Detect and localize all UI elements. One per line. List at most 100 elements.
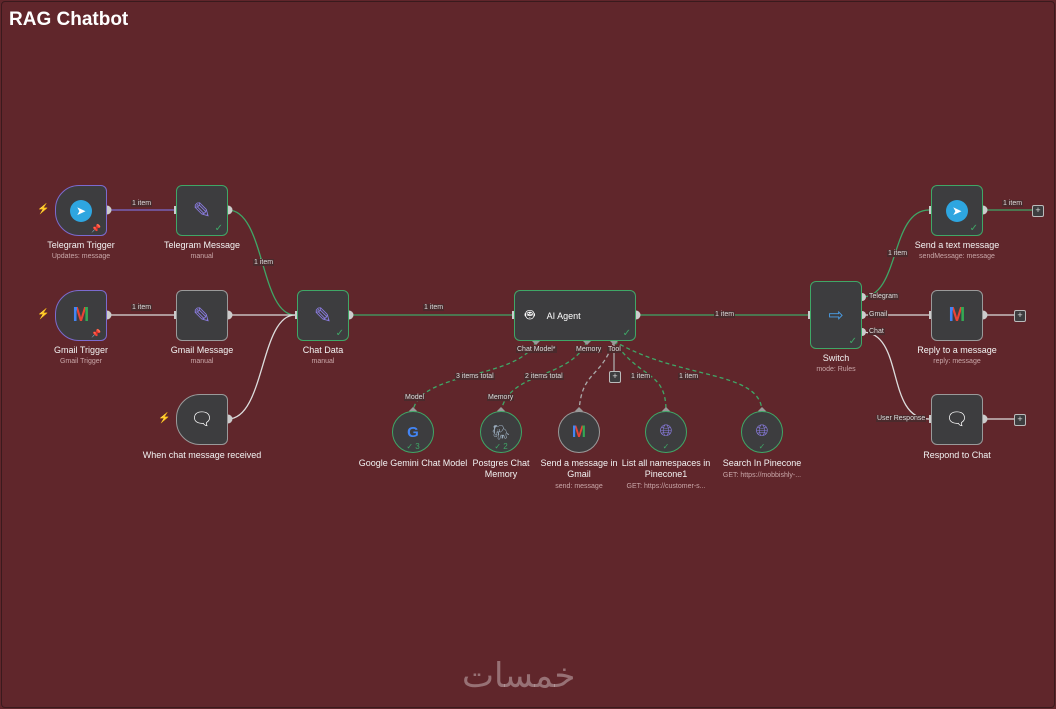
globe-icon: 🌐︎ [659, 423, 673, 440]
robot-icon: 🤖︎ [525, 306, 535, 324]
node-subtitle: GET: https://customer-s... [626, 483, 706, 490]
edge-label: 1 item [887, 250, 909, 257]
watermark-logo: خمسات [462, 656, 576, 696]
node-label: Switch [822, 353, 850, 363]
google-icon: G [407, 423, 419, 441]
node-subtitle: Updates: message [51, 253, 111, 260]
node-label: AI Agent [546, 310, 581, 321]
edge-chat-trigger [227, 314, 296, 420]
telegram-icon: ➤ [946, 199, 968, 222]
edge-label: 1 item [678, 373, 700, 380]
node-subtitle: send: message [555, 483, 603, 490]
node-label: Send a text message [914, 240, 1000, 250]
node-label: Google Gemini Chat Model [358, 458, 468, 468]
node-label: List all namespaces in Pinecone1 [621, 458, 711, 479]
add-node-button[interactable]: + [1014, 414, 1026, 426]
output-chat: Chat [868, 328, 885, 335]
node-label: Telegram Message [163, 240, 241, 250]
add-node-button[interactable]: + [1032, 205, 1044, 217]
add-node-button[interactable]: + [1014, 310, 1026, 322]
success-check-icon: ✓ [848, 336, 857, 347]
success-check-icon: ✓ [969, 223, 978, 234]
edge-label: 1 item [131, 200, 153, 207]
pin-icon: 📌 [91, 224, 101, 233]
port-label-tool: Tool [607, 346, 622, 353]
node-label: Search In Pinecone [722, 458, 802, 468]
gmail-icon: M [948, 304, 966, 326]
edge-label: 1 item [131, 304, 153, 311]
node-label: Gmail Trigger [53, 345, 108, 355]
node-subtitle: mode: Rules [816, 366, 856, 373]
success-check-icon: ✓ [758, 442, 766, 451]
port-label-memory: Memory [575, 346, 603, 353]
success-check-icon: ✓ [335, 328, 344, 339]
node-telegram-trigger[interactable]: ➤📌 [55, 185, 107, 236]
input-user-response: User Response [876, 415, 927, 422]
success-check-icon: ✓ [622, 328, 631, 339]
node-google-gemini[interactable]: G✓ 3 [392, 411, 434, 453]
edge-label: 2 items total [524, 373, 564, 380]
node-subtitle: reply: message [933, 358, 981, 365]
port-label-chat-model: Chat Model* [516, 346, 557, 353]
port-label-model: Model [404, 394, 426, 401]
node-chat-trigger[interactable]: 🗨 [176, 394, 228, 445]
node-switch[interactable]: ⇨✓ [810, 281, 862, 349]
node-gmail-trigger[interactable]: M📌 [55, 290, 107, 341]
port-label-memory: Memory [487, 394, 515, 401]
node-reply-message[interactable]: M [931, 290, 983, 341]
node-gmail-message[interactable]: ✎ [176, 290, 228, 341]
success-check-icon: ✓ [662, 442, 670, 451]
chat-bubbles-icon: 🗨 [945, 409, 969, 429]
telegram-icon: ➤ [70, 199, 92, 222]
edge-label: 3 items total [455, 373, 495, 380]
node-subtitle: manual [190, 358, 214, 365]
node-postgres-memory[interactable]: 🐘︎ ✓ 2 [480, 411, 522, 453]
node-list-namespaces[interactable]: 🌐︎ ✓ [645, 411, 687, 453]
node-label: Gmail Message [170, 345, 234, 355]
node-label: Telegram Trigger [47, 240, 115, 250]
node-label: Postgres Chat Memory [472, 458, 530, 479]
node-label: Chat Data [302, 345, 344, 355]
node-respond-to-chat[interactable]: 🗨 [931, 394, 983, 445]
node-subtitle: Gmail Trigger [59, 358, 102, 365]
pencil-icon: ✎ [192, 197, 212, 223]
node-telegram-message[interactable]: ✎✓ [176, 185, 228, 236]
node-label: Reply to a message [917, 345, 997, 355]
trigger-bolt-icon: ⚡ [37, 309, 50, 320]
trigger-bolt-icon: ⚡ [158, 413, 171, 424]
add-tool-button[interactable]: + [609, 371, 621, 383]
postgres-icon: 🐘︎ [492, 423, 510, 440]
gmail-icon: M [72, 304, 90, 326]
trigger-bolt-icon: ⚡ [37, 204, 50, 215]
node-ai-agent[interactable]: 🤖︎ AI Agent ✓ [514, 290, 636, 341]
pin-icon: 📌 [91, 329, 101, 338]
node-label: Respond to Chat [923, 450, 991, 460]
node-subtitle: manual [311, 358, 335, 365]
edge-label: 1 item [630, 373, 652, 380]
pencil-icon: ✎ [313, 302, 333, 328]
workflow-title: RAG Chatbot [9, 9, 129, 30]
node-label: Send a message in Gmail [540, 458, 618, 479]
node-subtitle: GET: https://mobbishly-... [722, 472, 802, 479]
edge-label: 1 item [714, 311, 736, 318]
success-check-icon: ✓ [214, 223, 223, 234]
globe-icon: 🌐︎ [755, 423, 769, 440]
output-telegram: Telegram [868, 293, 899, 300]
node-chat-data[interactable]: ✎✓ [297, 290, 349, 341]
node-send-text-message[interactable]: ➤✓ [931, 185, 983, 236]
output-gmail: Gmail [868, 311, 889, 318]
run-count: ✓ 3 [406, 442, 420, 451]
node-subtitle: manual [190, 253, 214, 260]
edge-label: 1 item [253, 259, 275, 266]
edge-label: 1 item [1002, 200, 1024, 207]
node-label: When chat message received [142, 450, 262, 460]
run-count: ✓ 2 [494, 442, 508, 451]
node-gmail-tool[interactable]: M [558, 411, 600, 453]
pencil-icon: ✎ [192, 302, 212, 328]
signpost-icon: ⇨ [828, 304, 844, 325]
edge-label: 1 item [423, 304, 445, 311]
gmail-icon: M [571, 422, 587, 441]
node-subtitle: sendMessage: message [919, 253, 995, 260]
node-search-pinecone[interactable]: 🌐︎ ✓ [741, 411, 783, 453]
